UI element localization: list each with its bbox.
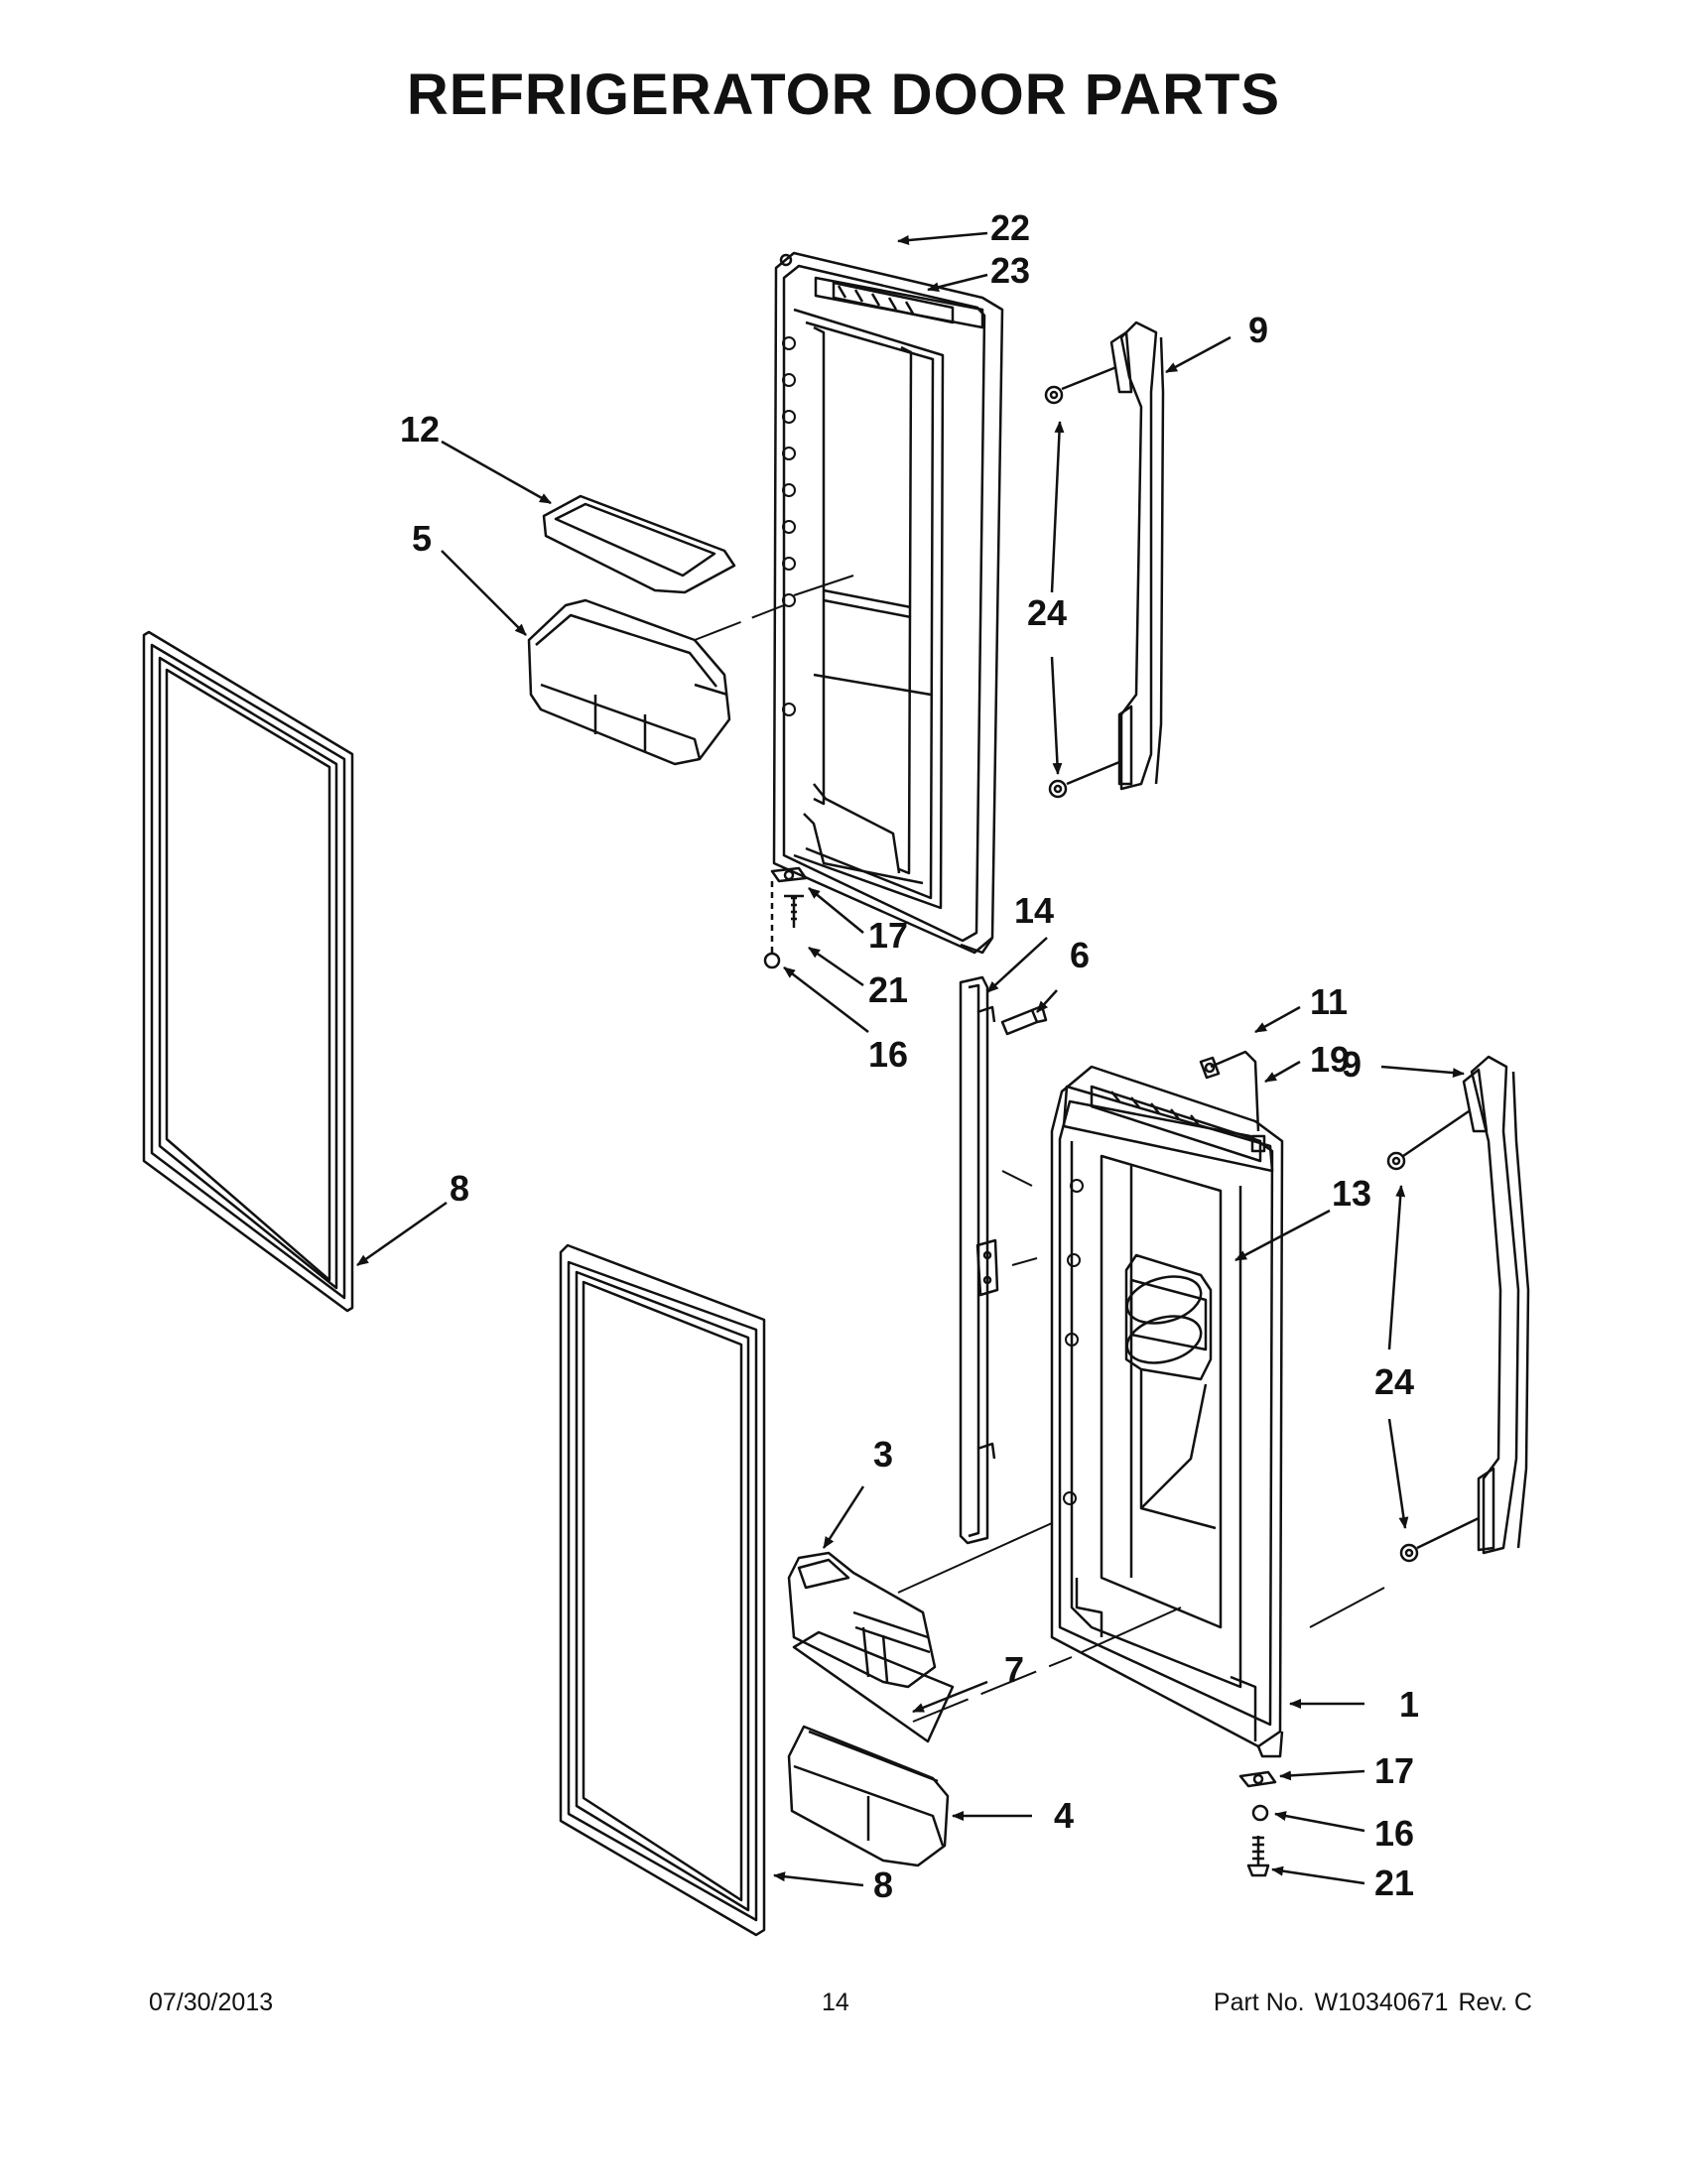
callout-labels: 22 23 9 12 5 24 14 17 6 21 11 16 19 9 8 … <box>400 207 1419 1905</box>
callout-24-lower: 24 <box>1374 1361 1414 1402</box>
part-9-upper-handle <box>1044 321 1165 799</box>
callout-9-lower: 9 <box>1342 1044 1362 1085</box>
callout-11: 11 <box>1310 981 1348 1022</box>
callout-6: 6 <box>1070 935 1090 975</box>
callout-23: 23 <box>990 250 1030 291</box>
callout-21-upper: 21 <box>868 969 908 1010</box>
lower-hinge-parts <box>1238 1770 1277 1877</box>
callout-1: 1 <box>1399 1684 1419 1725</box>
callout-4: 4 <box>1054 1795 1074 1836</box>
callout-12: 12 <box>400 409 440 450</box>
part-7-liner-film <box>792 1630 955 1743</box>
part-14-hinge-strip <box>959 975 999 1545</box>
part-9-lower-handle <box>1386 1055 1530 1563</box>
callout-16-lower: 16 <box>1374 1813 1414 1854</box>
callout-21-lower: 21 <box>1374 1863 1414 1903</box>
page-title: REFRIGERATOR DOOR PARTS <box>406 63 1281 127</box>
callout-19: 19 <box>1310 1039 1350 1080</box>
callout-8-upper: 8 <box>450 1168 469 1209</box>
part-8-lower-gasket <box>559 1243 766 1937</box>
callout-13: 13 <box>1332 1173 1371 1214</box>
part-4-lower-bin <box>787 1725 950 1867</box>
upper-door-liner <box>772 251 1004 955</box>
assembly-guide-lines <box>694 575 1385 1723</box>
footer-date: 07/30/2013 <box>149 1989 274 2016</box>
callout-7: 7 <box>1004 1649 1024 1690</box>
part-8-upper-gasket <box>142 630 354 1313</box>
part-5-door-bin <box>527 598 731 766</box>
callout-17-upper: 17 <box>868 915 908 956</box>
callout-9-upper: 9 <box>1248 310 1268 350</box>
revision: Rev. C <box>1458 1989 1532 2016</box>
lower-door-liner <box>1050 1065 1284 1758</box>
footer-page-number: 14 <box>822 1989 849 2016</box>
part-12-shelf-cover <box>542 494 736 594</box>
callout-5: 5 <box>412 518 432 559</box>
part-11-water-tube <box>1199 1050 1266 1153</box>
callout-14: 14 <box>1014 890 1054 931</box>
footer-part-number: Part No. W10340671 Rev. C <box>1204 1989 1532 2017</box>
part-label: Part No. <box>1213 1989 1305 2016</box>
callout-3: 3 <box>873 1434 893 1475</box>
upper-hinge-parts <box>763 866 808 969</box>
callout-8-lower: 8 <box>873 1864 893 1905</box>
callout-leaders <box>356 231 1465 1887</box>
part-number-value: W10340671 <box>1314 1989 1449 2016</box>
callout-16-upper: 16 <box>868 1034 908 1075</box>
part-3-dispenser-bin <box>787 1551 937 1689</box>
callout-22: 22 <box>990 207 1030 248</box>
callout-17-lower: 17 <box>1374 1750 1414 1791</box>
callout-24-upper: 24 <box>1027 592 1067 633</box>
